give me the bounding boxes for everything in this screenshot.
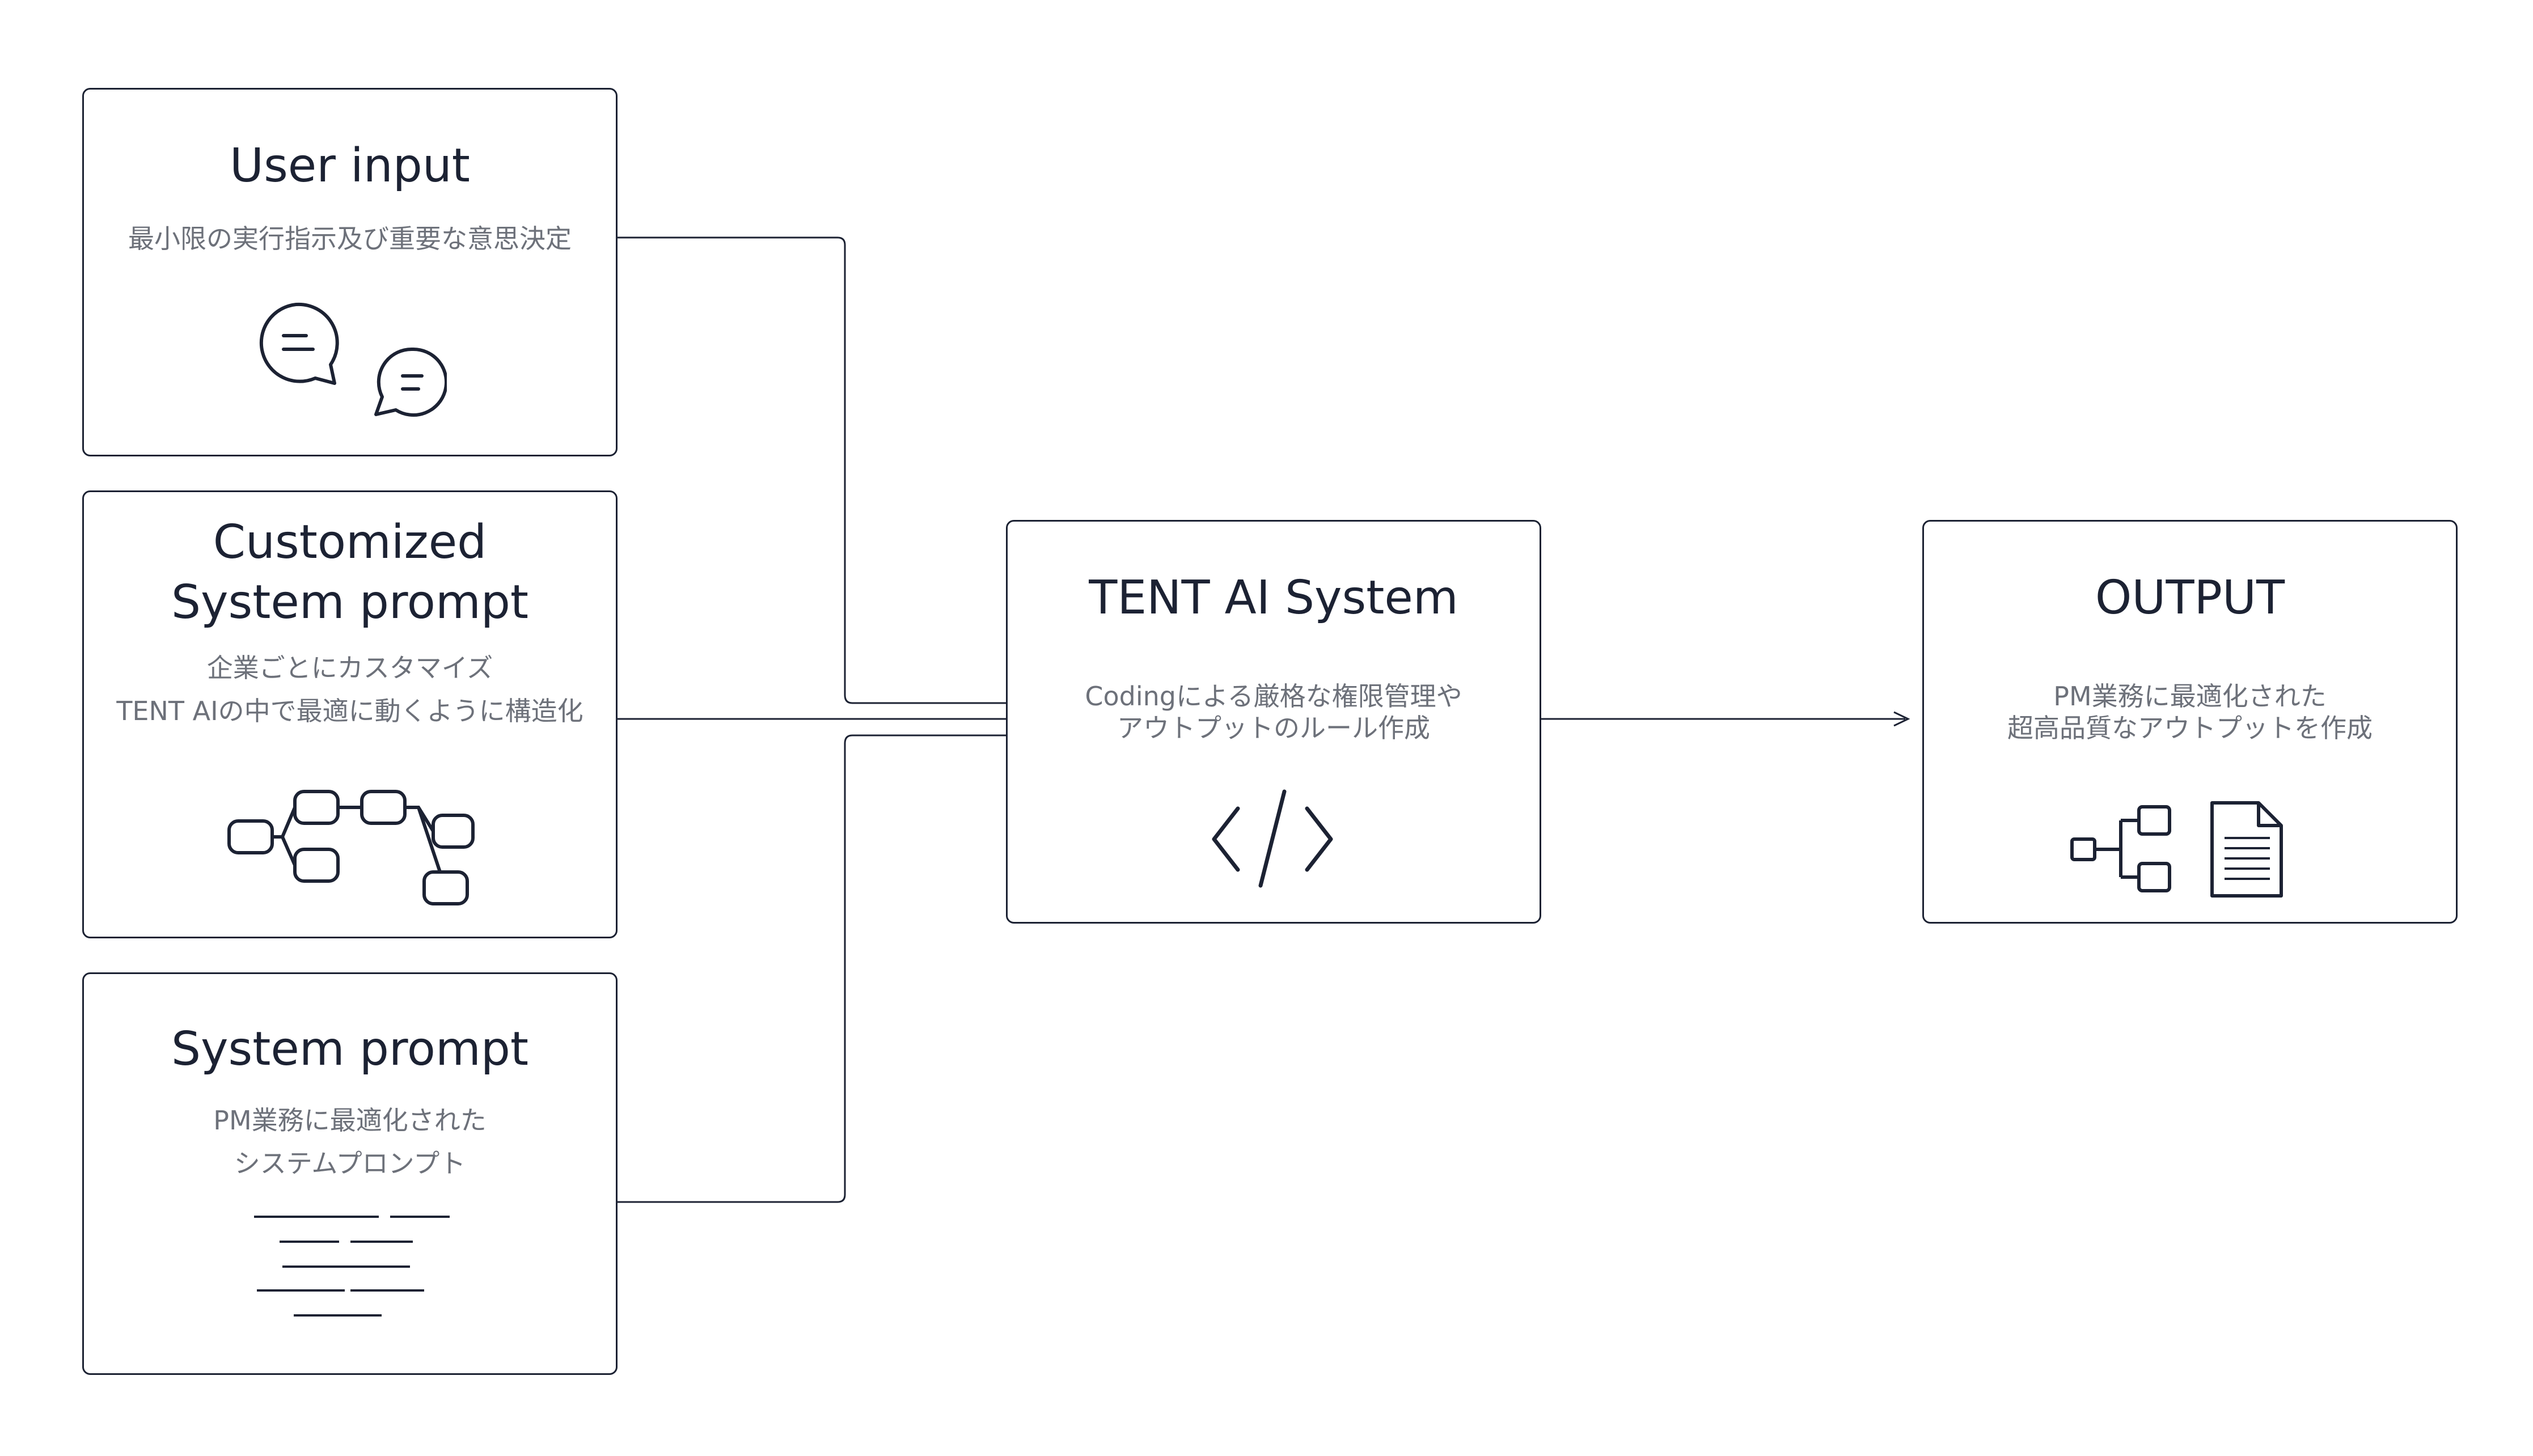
output-subtitle-line1: PM業務に最適化された — [2053, 681, 2327, 712]
user-input-box: User input 最小限の実行指示及び重要な意思決定 — [82, 88, 618, 456]
system-prompt-subtitle: PM業務に最適化された システムプロンプト — [84, 1099, 616, 1185]
chat-bubbles-icon — [254, 299, 447, 418]
tent-ai-system-box: TENT AI System Codingによる厳格な権限管理や アウトプットの… — [1006, 520, 1541, 924]
mind-map-icon — [226, 781, 475, 906]
tent-ai-subtitle-line1: Codingによる厳格な権限管理や — [1085, 681, 1462, 712]
system-prompt-subtitle-line1: PM業務に最適化された — [213, 1105, 487, 1136]
tent-ai-subtitle-line2: アウトプットのルール作成 — [1117, 713, 1430, 743]
code-icon — [1210, 788, 1340, 890]
output-title: OUTPUT — [2095, 571, 2285, 625]
system-prompt-subtitle-line2: システムプロンプト — [234, 1148, 466, 1179]
tent-ai-system-title: TENT AI System — [1089, 571, 1458, 625]
customized-prompt-box: Customized System prompt 企業ごとにカスタマイズ TEN… — [82, 490, 618, 938]
customized-prompt-subtitle-line2: TENT AIの中で最適に動くように構造化 — [116, 696, 583, 726]
tent-ai-system-subtitle: Codingによる厳格な権限管理や アウトプットのルール作成 — [1008, 680, 1540, 744]
customized-prompt-subtitle: 企業ごとにカスタマイズ TENT AIの中で最適に動くように構造化 — [84, 646, 616, 733]
customized-prompt-title-line1: Customized — [213, 515, 487, 569]
connector-system-prompt — [616, 734, 1007, 1203]
output-subtitle: PM業務に最適化された 超高品質なアウトプットを作成 — [1924, 680, 2456, 744]
system-prompt-box: System prompt PM業務に最適化された システムプロンプト — [82, 972, 618, 1375]
arrowhead — [1893, 711, 1910, 727]
customized-prompt-title: Customized System prompt — [84, 513, 616, 633]
text-lines-icon — [248, 1212, 453, 1331]
output-subtitle-line2: 超高品質なアウトプットを作成 — [2007, 713, 2373, 743]
user-input-subtitle: 最小限の実行指示及び重要な意思決定 — [128, 223, 572, 254]
system-prompt-title: System prompt — [171, 1022, 529, 1076]
customized-prompt-subtitle-line1: 企業ごとにカスタマイズ — [206, 653, 493, 683]
connector-user-input — [616, 236, 1007, 704]
output-box: OUTPUT PM業務に最適化された 超高品質なアウトプットを作成 — [1922, 520, 2458, 924]
document-icon — [2208, 798, 2287, 900]
user-input-title: User input — [230, 139, 470, 193]
customized-prompt-title-line2: System prompt — [171, 575, 529, 629]
hierarchy-icon — [2069, 802, 2176, 899]
